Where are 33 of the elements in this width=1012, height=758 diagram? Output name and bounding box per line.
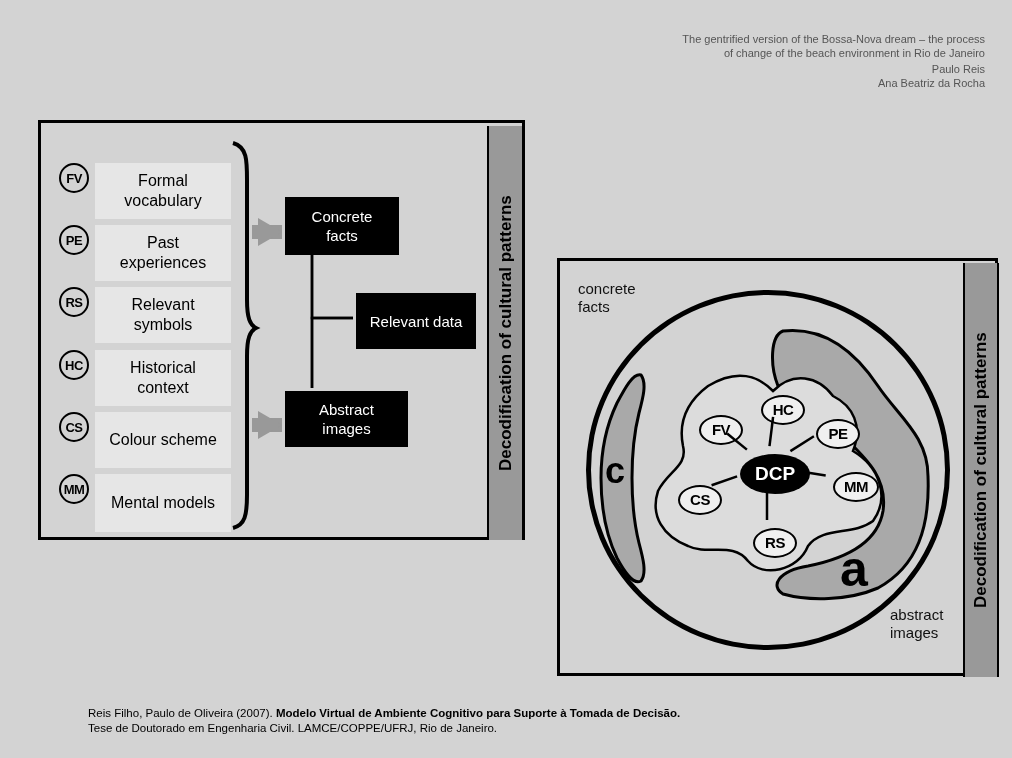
concept-box: Relevant data	[356, 293, 476, 349]
arrow	[252, 411, 282, 439]
category-card: Historical context	[95, 350, 231, 406]
region-blob: c	[597, 373, 648, 585]
connector-line	[310, 316, 353, 388]
region-label: concrete facts	[578, 280, 637, 316]
code-badge: RS	[59, 287, 89, 317]
category-card: Formal vocabulary	[95, 163, 231, 219]
code-badge: FV	[59, 163, 89, 193]
vertical-banner: Decodification of cultural patterns	[963, 263, 999, 677]
category-card: Relevant symbols	[95, 287, 231, 343]
connector-line	[789, 435, 815, 453]
region-label: abstract images	[890, 606, 945, 642]
arrow	[252, 218, 282, 246]
code-badge: MM	[59, 474, 89, 504]
concept-box: Abstract images	[285, 391, 408, 447]
citation-text: Reis Filho, Paulo de Oliveira (2007). Modelo Virtual de Ambiente Cognitivo para Suporte à Tomada de Decisão. Tese de Doutorado em Engenharia Civil. LAMCE/COPPE/UFRJ, Rio de Janeiro.	[88, 706, 682, 736]
panel-frame	[38, 120, 525, 540]
concept-box: Concrete facts	[285, 197, 399, 255]
category-card: Past experiences	[95, 225, 231, 281]
code-badge: CS	[59, 412, 89, 442]
connector-line	[768, 416, 775, 447]
category-card: Colour scheme	[95, 412, 231, 468]
connector-line	[711, 475, 738, 487]
header-text: Ana Beatriz da Rocha	[877, 76, 985, 90]
code-badge: PE	[59, 225, 89, 255]
header-text: The gentrified version of the Bossa-Nova dream – the process of change of the beach environment in Rio de Janeiro	[681, 32, 985, 60]
code-badge: HC	[59, 350, 89, 380]
connector-line	[726, 432, 748, 451]
header-text: Paulo Reis	[930, 62, 985, 76]
panel-frame	[557, 258, 998, 676]
vertical-banner: Decodification of cultural patterns	[487, 126, 524, 540]
category-card: Mental models	[95, 474, 231, 532]
